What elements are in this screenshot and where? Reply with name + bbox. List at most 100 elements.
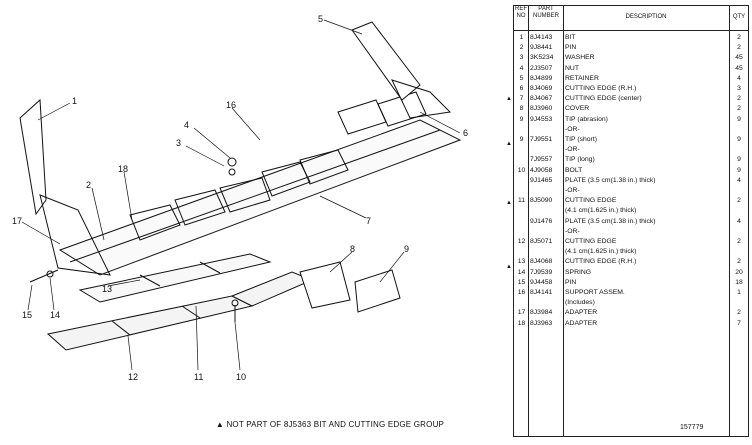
ref-cell: 6 — [519, 85, 524, 92]
table-row: (4.1 cm(1.625 in.) thick) — [514, 248, 748, 256]
description-cell: PLATE (3.5 cm(1.38 in.) thick) — [565, 217, 656, 225]
description-cell: COVER — [565, 105, 590, 113]
part-number-cell: 8J3984 — [530, 309, 553, 317]
part-number-cell: 4J9058 — [530, 166, 553, 174]
table-row: -OR- — [514, 126, 748, 134]
part-number-cell: 8J4068 — [530, 258, 553, 266]
callout-15: 15 — [22, 310, 32, 320]
callout-16: 16 — [226, 100, 236, 110]
description-cell: (Includes) — [565, 299, 595, 307]
callout-12: 12 — [128, 372, 138, 382]
ref-cell: 7 — [519, 95, 524, 103]
header-description: DESCRIPTION — [625, 14, 667, 20]
qty-cell: 45 — [735, 54, 743, 62]
header-part-number: PART NUMBER — [532, 6, 559, 19]
part-number-cell: 8J4143 — [530, 34, 553, 41]
description-cell: TIP (long) — [565, 156, 595, 164]
ref-cell: 4 — [519, 64, 524, 72]
description-cell: NUT — [565, 64, 579, 72]
callout-2: 2 — [86, 180, 91, 190]
qty-cell: 9 — [737, 166, 741, 174]
part-number-cell: 9J1465 — [530, 176, 553, 184]
description-cell: (4.1 cm(1.625 in.) thick) — [565, 207, 637, 215]
ref-cell: 2 — [519, 44, 524, 52]
support-assembly-bar — [58, 119, 462, 276]
support-plate — [78, 253, 272, 303]
ref-cell: 18 — [517, 319, 526, 327]
header-ref-no: REF NO — [515, 6, 527, 19]
ref-cell: 11 — [517, 197, 526, 205]
ref-cell: 9 — [519, 115, 524, 123]
qty-cell: 7 — [737, 319, 741, 327]
figure-id: 157779 — [680, 424, 704, 431]
parts-list-header: REF NO PART NUMBER DESCRIPTION QTY — [514, 6, 748, 31]
ref-cell: 9 — [519, 136, 524, 143]
part-number-cell: 8J4141 — [530, 289, 553, 296]
qty-cell: 4 — [737, 74, 741, 82]
description-cell: CUTTING EDGE (center) — [565, 95, 642, 103]
header-qty: QTY — [732, 14, 746, 20]
callout-17: 17 — [12, 216, 22, 226]
cutting-edge-plate-right — [230, 271, 314, 307]
callout-7: 7 — [366, 216, 371, 226]
left-guard — [39, 194, 111, 276]
part-number-cell: 8J4067 — [530, 95, 553, 103]
callout-14: 14 — [50, 310, 60, 320]
callout-1: 1 — [72, 96, 77, 106]
callout-6: 6 — [463, 128, 468, 138]
qty-cell: 4 — [737, 217, 741, 225]
callout-11: 11 — [194, 372, 203, 382]
footnote: ▲ NOT PART OF 8J5363 BIT AND CUTTING EDG… — [215, 420, 445, 429]
callout-13: 13 — [102, 284, 112, 294]
not-part-marker: ▲ — [506, 96, 512, 102]
part-number-cell: 3K5234 — [530, 54, 554, 62]
description-cell: BIT — [565, 34, 576, 41]
part-number-cell: 8J3963 — [530, 319, 553, 327]
part-number-cell: 8J5071 — [530, 238, 553, 245]
description-cell: SPRING — [565, 268, 592, 276]
ref-cell: 13 — [517, 258, 526, 266]
description-cell: WASHER — [565, 54, 595, 62]
callout-10: 10 — [236, 372, 246, 382]
cutting-edge-plate-left — [46, 295, 254, 351]
part-number-cell: 8J4069 — [530, 85, 553, 92]
qty-cell: 9 — [737, 115, 741, 123]
ref-cell: 1 — [519, 34, 524, 41]
ref-cell: 5 — [519, 74, 524, 82]
not-part-marker: ▲ — [506, 141, 512, 147]
part-number-cell: 7J9557 — [530, 156, 553, 164]
table-row: (4.1 cm(1.625 in.) thick) — [514, 207, 748, 215]
qty-cell: 2 — [737, 95, 741, 103]
description-cell: RETAINER — [565, 74, 599, 82]
description-cell: CUTTING EDGE (R.H.) — [565, 258, 637, 266]
parts-list-table: REF NO PART NUMBER DESCRIPTION QTY 1 8J41… — [513, 5, 749, 437]
ref-cell: 8 — [519, 105, 524, 113]
description-cell: PIN — [565, 44, 577, 52]
right-end-plate — [351, 21, 421, 101]
description-cell: PIN — [565, 278, 577, 286]
part-number-cell: 9J4553 — [530, 115, 553, 123]
part-number-cell: 2J3507 — [530, 64, 553, 72]
qty-cell: 4 — [737, 176, 741, 184]
qty-cell: 2 — [737, 309, 741, 317]
not-part-marker: ▲ — [506, 200, 512, 206]
callout-3: 3 — [176, 138, 181, 148]
table-row: -OR- — [514, 146, 748, 154]
description-cell: BOLT — [565, 166, 583, 174]
table-row: (Includes) — [514, 299, 748, 307]
ref-cell: 12 — [517, 238, 526, 245]
